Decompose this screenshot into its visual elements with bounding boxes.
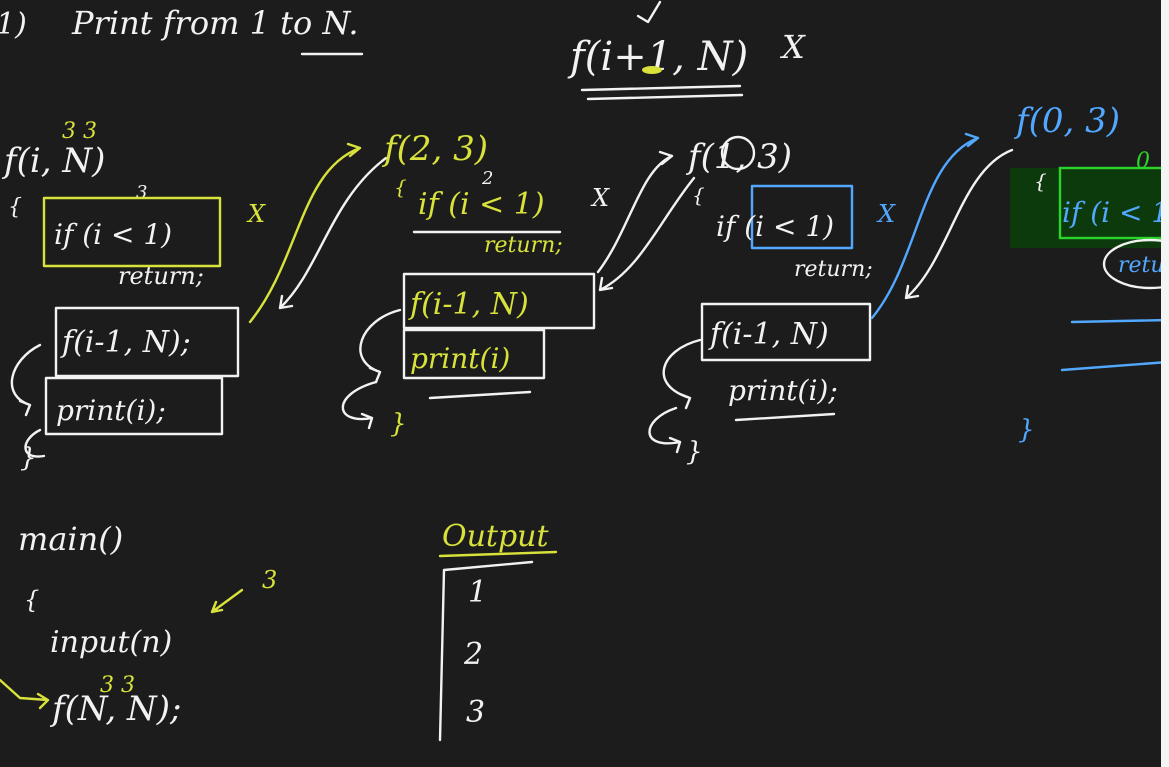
frame-1-args-overlay: 3 3: [62, 119, 97, 144]
frame-3-loop-arrow: [648, 406, 682, 454]
frame-1-condition: if (i < 1): [54, 218, 172, 251]
frame-1-print-box: [44, 376, 224, 436]
frame-1-condition-box: [42, 196, 222, 268]
frame-1-close-brace: }: [20, 443, 37, 473]
main-block: main() { input(n) 3 f(N, N); 3 3: [0, 520, 277, 729]
frame-2-print-underline: [428, 390, 532, 400]
frame-1: f(i, N) 3 3 { 3 if (i < 1) X return; f(i…: [1, 119, 266, 473]
frame-3-signature: f(1, 3): [685, 137, 792, 177]
frame-4-lines: [1060, 318, 1169, 372]
frame-4-return: return: [1118, 253, 1169, 278]
frame-3-print-underline: [734, 412, 836, 422]
frame-1-call: f(i-1, N);: [60, 325, 191, 360]
frame-1-print: print(i);: [56, 394, 166, 427]
frame-4-open-brace: {: [1034, 169, 1047, 193]
output-block: Output 1 2 3: [438, 519, 558, 742]
frame-3: f(1, 3) { if (i < 1) X return; f(i-1, N)…: [648, 135, 896, 467]
input-arrow: [210, 588, 244, 614]
main-input: input(n): [50, 625, 172, 660]
frame-2-print-box: [402, 328, 546, 380]
return-arrow-3-to-2: [598, 176, 696, 292]
output-heading-underline: [438, 550, 558, 558]
frame-4-condition: if (i < 1): [1062, 196, 1169, 229]
frame-1-loop-arrow: [24, 428, 46, 458]
frame-2-loop-arrow: [341, 380, 378, 430]
main-call-arrow: [0, 678, 50, 710]
frame-2-close-brace: }: [390, 409, 407, 439]
frame-3-condition: if (i < 1): [716, 210, 834, 243]
main-input-value: 3: [262, 566, 277, 594]
frame-1-return-arrow: [10, 343, 42, 417]
main-open-brace: {: [24, 586, 39, 614]
frame-1-mark: X: [246, 200, 266, 228]
frame-2-call: f(i-1, N): [408, 287, 529, 322]
frame-2-open-brace: {: [394, 175, 407, 199]
frame-2-condition-value: 2: [481, 168, 493, 189]
frame-3-open-brace: {: [692, 183, 705, 207]
frame-4-condition-value: 0: [1136, 149, 1150, 174]
frame-3-arg-circle: [720, 135, 756, 171]
frame-2-call-box: [402, 272, 596, 330]
frame-4-condition-box: [1058, 166, 1169, 240]
frame-4-return-circle: [1102, 238, 1169, 290]
output-value-1: 1: [468, 575, 487, 610]
call-arrow-3-to-4: [870, 132, 980, 320]
problem-number: 1): [0, 7, 27, 42]
output-value-2: 2: [463, 637, 483, 672]
frame-2-condition: if (i < 1): [418, 187, 545, 222]
frame-3-return: return;: [794, 257, 873, 282]
frame-1-open-brace: {: [8, 195, 22, 220]
call-arrow-1-to-2: [248, 142, 362, 324]
frame-1-call-box: [54, 306, 240, 378]
frame-3-condition-box: [750, 184, 854, 250]
main-signature: main(): [18, 520, 123, 558]
top-note-mark: X: [779, 28, 806, 66]
frame-3-call: f(i-1, N): [708, 317, 829, 352]
main-call-overlay: 3 3: [100, 673, 135, 698]
frame-2-signature: f(2, 3): [381, 129, 488, 169]
frame-2-print: print(i): [410, 342, 510, 375]
highlight-mark: [642, 66, 662, 74]
frame-1-signature: f(i, N): [1, 141, 105, 181]
top-note-underline: [580, 84, 744, 101]
frame-1-condition-value: 3: [136, 182, 147, 203]
return-arrow-4-to-3: [904, 148, 1014, 300]
frame-4-close-brace: }: [1018, 415, 1035, 445]
main-call: f(N, N);: [49, 689, 182, 729]
top-arrow: [636, 0, 662, 24]
problem-title: Print from 1 to N.: [71, 4, 359, 42]
frame-2-return-arrow: [359, 308, 402, 384]
frame-4-highlight: [1010, 168, 1169, 248]
output-heading: Output: [442, 519, 549, 554]
screen-edge: [1161, 0, 1169, 767]
return-arrow-2-to-1: [278, 156, 388, 310]
output-value-3: 3: [466, 695, 485, 730]
frame-3-print: print(i);: [728, 374, 838, 407]
output-table-lines: [438, 560, 534, 742]
frame-2-return: return;: [484, 233, 563, 258]
frame-3-close-brace: }: [686, 437, 703, 467]
frame-4: f(0, 3) 0 { if (i < 1) return }: [1010, 101, 1169, 445]
frame-3-mark: X: [876, 200, 896, 228]
frame-3-call-box: [700, 302, 872, 362]
frame-2: f(2, 3) { 2 if (i < 1) X return; f(i-1, …: [341, 129, 610, 439]
frame-3-return-arrow: [662, 338, 702, 410]
frame-2-mark: X: [590, 184, 610, 212]
call-arrow-2-to-3: [596, 150, 674, 274]
frame-1-return: return;: [118, 262, 204, 290]
frame-4-signature: f(0, 3): [1013, 101, 1120, 141]
